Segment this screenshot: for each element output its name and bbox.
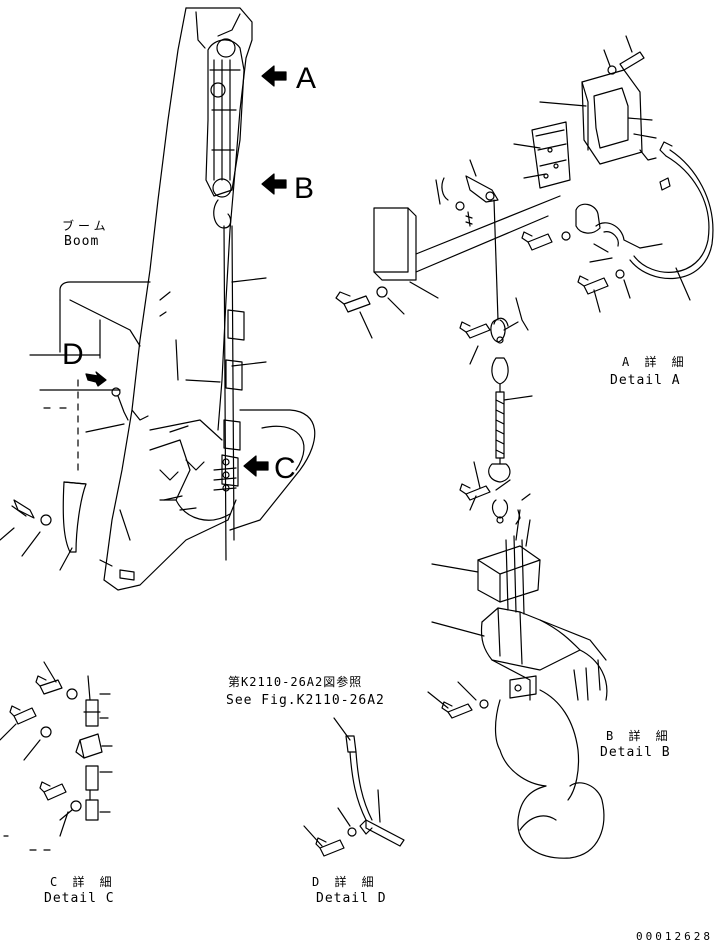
detail-c-label-en: Detail C (44, 891, 115, 906)
arrow-a-icon (261, 65, 287, 87)
pointer-arrows (85, 65, 287, 477)
arrow-d-label: D (62, 338, 84, 371)
detail-b-label-jp: B 詳 細 (606, 729, 672, 743)
detail-d-label-jp: D 詳 細 (312, 875, 378, 889)
boom-label-en: Boom (64, 234, 100, 249)
drawing-number: 00012628 (636, 930, 713, 943)
arrow-b-icon (261, 173, 287, 195)
guard-and-bolt (0, 481, 87, 571)
detail-d-drawing (303, 717, 405, 857)
arrow-d-icon (85, 371, 107, 387)
arrow-a-label: A (296, 62, 317, 95)
boom-leaders (85, 277, 267, 511)
see-fig-label-en: See Fig.K2110-26A2 (226, 693, 385, 708)
detail-a-drawing (335, 35, 714, 339)
arrow-c-label: C (274, 452, 296, 485)
machine-body (29, 281, 316, 541)
detail-a-label-en: Detail A (610, 373, 681, 388)
detail-c-drawing (0, 661, 113, 851)
detail-b-drawing (427, 509, 608, 859)
boom-label-jp: ブーム (62, 219, 110, 233)
arrow-b-label: B (294, 172, 315, 205)
detail-a-label-jp: A 詳 細 (622, 355, 688, 369)
detail-d-label-en: Detail D (316, 891, 387, 906)
boom-assembly (99, 7, 253, 591)
arrow-c-icon (243, 455, 269, 477)
see-fig-label-jp: 第K2110-26A2図参照 (228, 675, 363, 689)
wire-rope-assembly (459, 297, 533, 525)
detail-c-label-jp: C 詳 細 (50, 875, 116, 889)
detail-b-label-en: Detail B (600, 745, 671, 760)
